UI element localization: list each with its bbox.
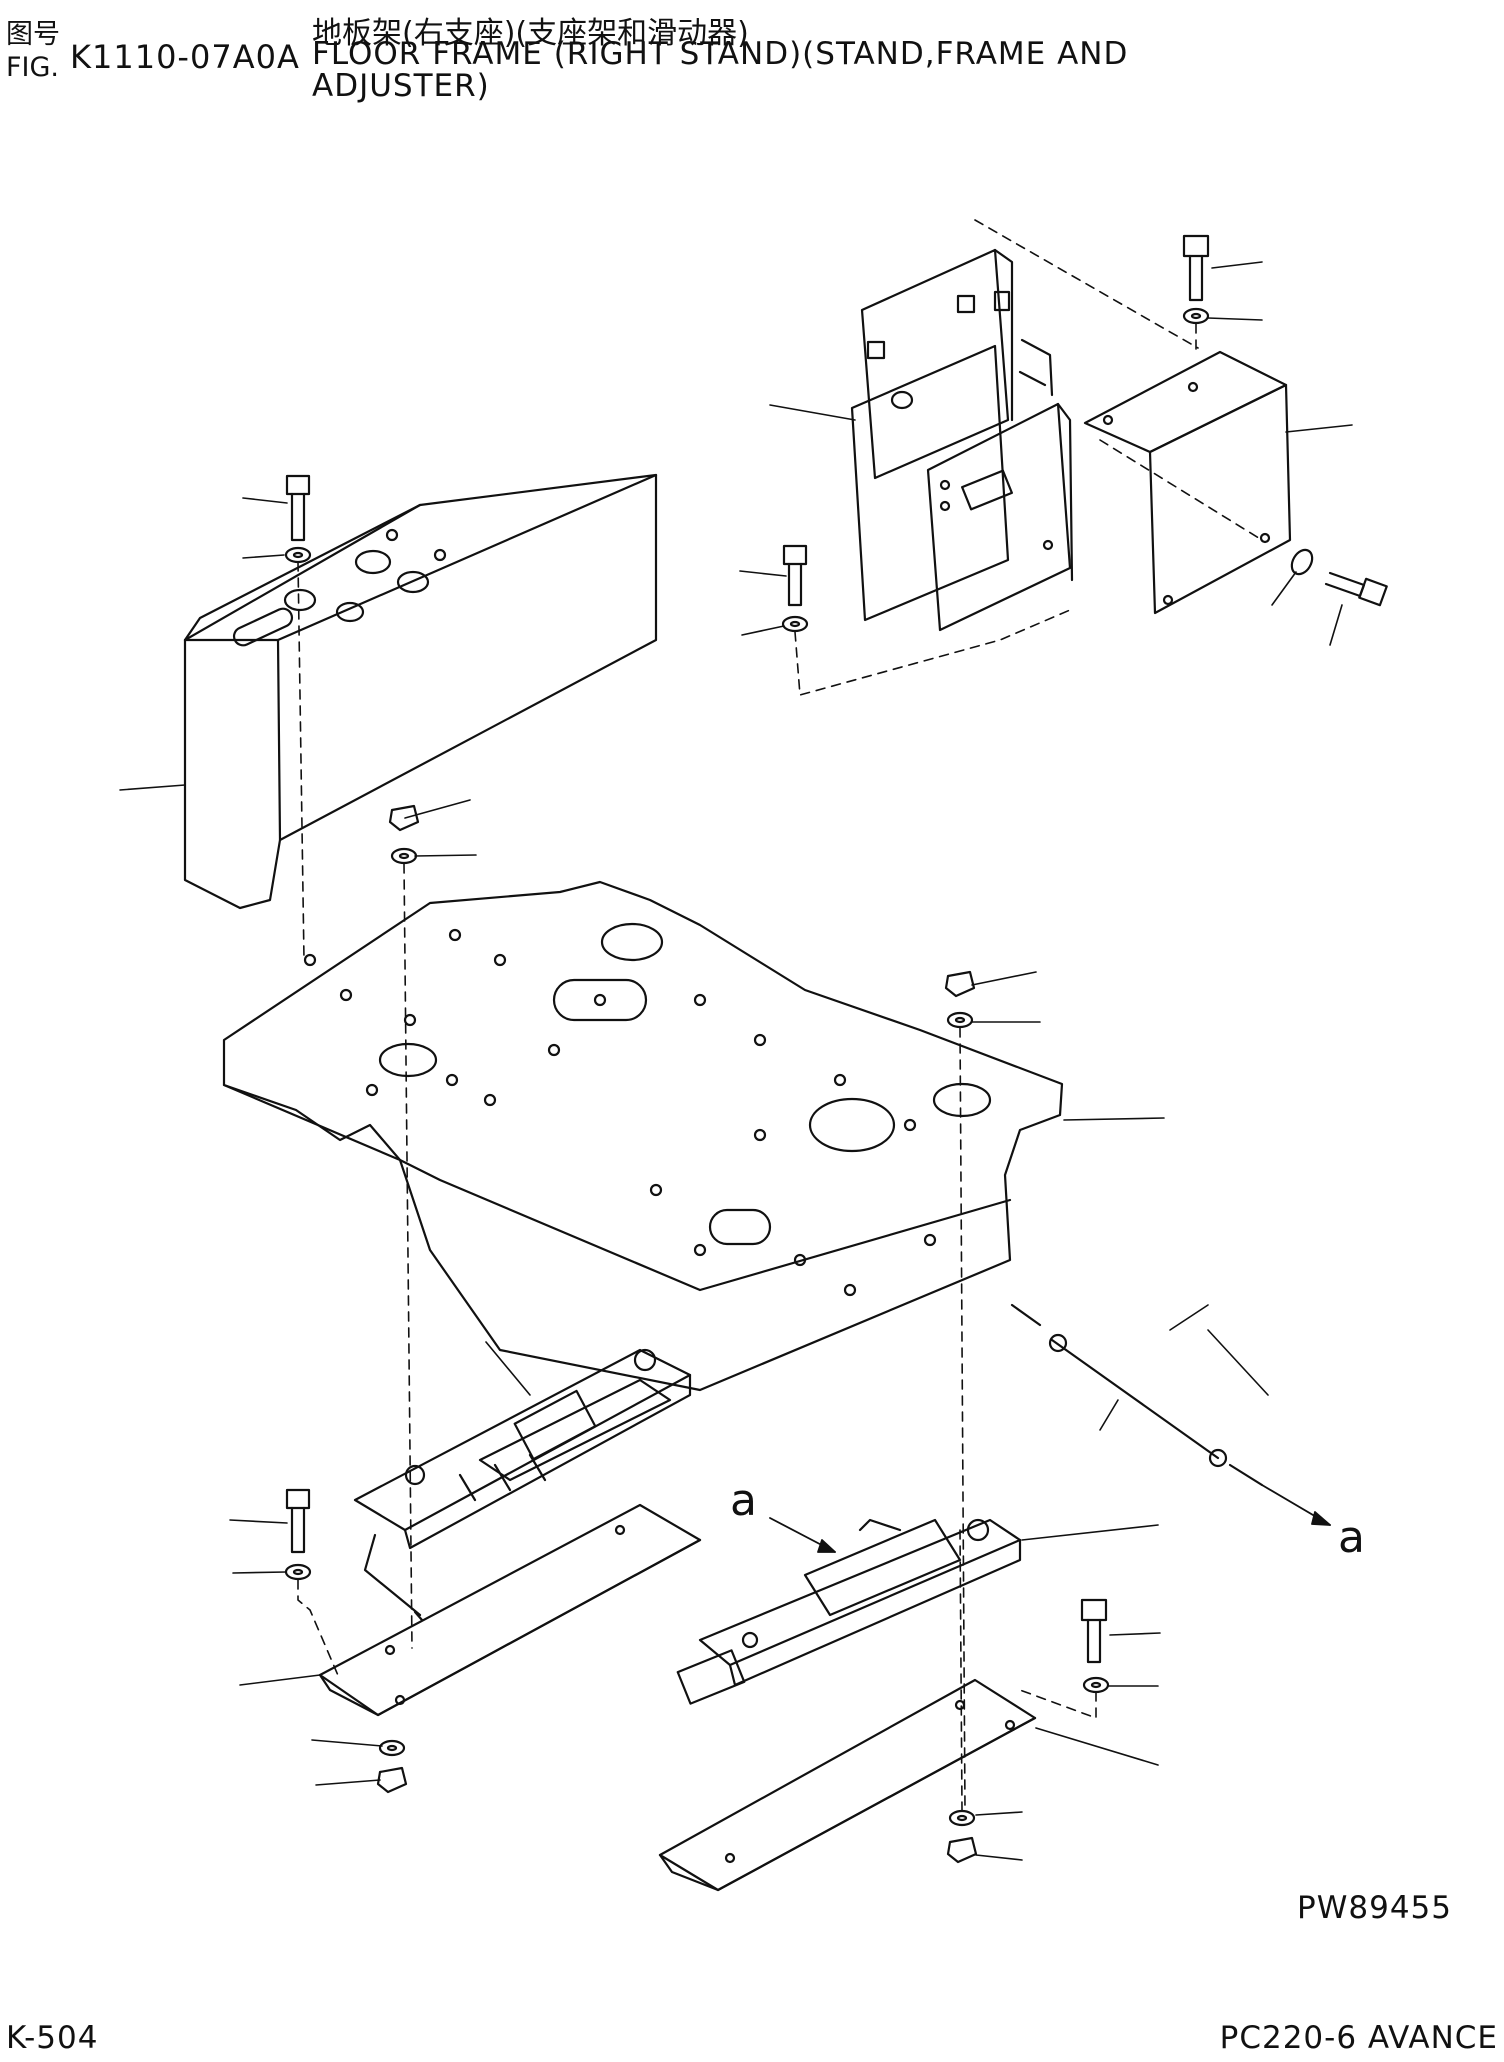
right-slide-adjuster: [676, 1518, 1022, 1705]
washer-icon: [948, 1809, 976, 1827]
leader-lines: [119, 261, 1353, 1861]
lower-right-rail: [658, 1678, 1037, 1892]
washer-icon: [284, 1563, 312, 1581]
bolt-icon: [1324, 571, 1388, 607]
nut-icon: [388, 804, 420, 832]
model-name: PC220-6 AVANCE: [1219, 2020, 1498, 2056]
washer-icon: [946, 1011, 974, 1029]
nut-icon: [946, 1836, 978, 1864]
title-chinese: 地板架(右支座)(支座架和滑动器): [312, 16, 749, 51]
nut-icon: [376, 1766, 408, 1794]
washer-icon: [781, 615, 809, 633]
floor-frame-plate: [222, 880, 1064, 1392]
washer-icon: [1182, 307, 1210, 325]
reference-arrows: [769, 1484, 1331, 1553]
callout-label-left: a: [730, 1475, 757, 1526]
nut-icon: [944, 970, 976, 998]
bolt-icon: [285, 474, 311, 542]
lower-left-rail: [318, 1503, 702, 1717]
left-stand-frame: [183, 473, 658, 910]
callout-label-right: a: [1338, 1512, 1365, 1563]
figure-label-english: FIG.: [6, 52, 59, 83]
washer-icon: [390, 847, 418, 865]
bolt-icon: [1080, 1598, 1108, 1664]
title-english-line-1: FLOOR FRAME (RIGHT STAND)(STAND,FRAME AN…: [312, 36, 1129, 72]
assembly-lines: [297, 219, 1263, 1811]
title-english-line-2: ADJUSTER): [312, 68, 490, 104]
figure-number: K1110-07A0A: [70, 38, 300, 76]
washer-icon: [378, 1739, 406, 1757]
figure-label-chinese: 图号: [6, 19, 60, 50]
right-stand-bracket: [850, 248, 1074, 632]
left-slide-adjuster: [353, 1348, 692, 1622]
bolt-icon: [782, 544, 808, 607]
adjuster-rod: [1010, 1303, 1264, 1487]
washer-icon: [284, 546, 312, 564]
drawing-code: PW89455: [1297, 1890, 1452, 1926]
page-code: K-504: [6, 2020, 99, 2056]
bolt-icon: [285, 1488, 311, 1554]
bolt-icon: [1182, 234, 1210, 302]
washer-icon: [1290, 548, 1314, 576]
stand-cover: [1083, 350, 1292, 615]
washer-icon: [1082, 1676, 1110, 1694]
